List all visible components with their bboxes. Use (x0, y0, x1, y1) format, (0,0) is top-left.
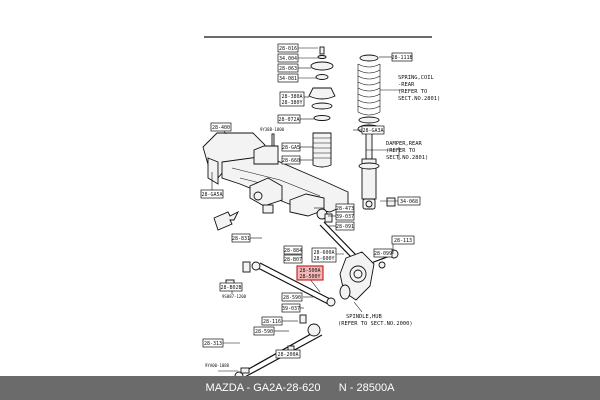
label-28-660: 28-660 (282, 158, 300, 164)
coil-spring (357, 54, 381, 124)
label-28-380y: 28-380Y (281, 100, 302, 106)
strut-mount-stack (308, 46, 336, 168)
label-28-500a: 28-500A (299, 268, 320, 274)
rear-damper (358, 132, 380, 210)
label-34-081: 34-081 (279, 76, 297, 82)
label-28-091: 28-091 (336, 224, 354, 230)
note-damper-3: SECT.NO.2801) (386, 155, 428, 161)
label-28-ga3a: 28-GA3A (362, 128, 383, 134)
label-bolt-top: 9Y38B-1800 (260, 127, 285, 132)
trailing-link (251, 261, 336, 307)
part-labels: 28-016 34.004 28-063 34-081 28-380A 28-3… (200, 43, 421, 368)
label-28-600y: 28-600Y (313, 256, 334, 262)
note-damper-1: DAMPER,REAR (386, 141, 422, 147)
label-28-380a: 28-380A (281, 94, 302, 100)
highlighted-part-box (296, 265, 324, 281)
label-9s087: 9S087-1200 (222, 294, 247, 299)
label-28-099: 28-099 (374, 251, 392, 257)
label-28-400: 28-400 (212, 125, 230, 131)
label-34-004: 34.004 (279, 56, 297, 62)
label-28-116: 28-116 (263, 319, 281, 325)
label-34-068: 34-068 (400, 199, 418, 205)
label-28-ga5: 28-GA5 (282, 145, 300, 151)
crossmember-bracket (253, 145, 279, 165)
note-spring-4: SECT.NO.2801) (398, 96, 440, 102)
label-28-884: 28-884 (284, 248, 302, 254)
label-39-037: 39-037 (336, 214, 354, 220)
label-28-590: 28-590 (283, 295, 301, 301)
label-28-473: 28-473 (336, 206, 354, 212)
label-28-b07: 28-B07 (284, 257, 302, 263)
label-28-ga5a: 28-GA5A (201, 192, 222, 198)
label-9ya00: 9YA00-1088 (205, 363, 230, 368)
label-39-037-b: 39-037 (282, 306, 300, 312)
label-28-590-b: 28-590 (255, 329, 273, 335)
note-damper-2: (REFER TO (386, 148, 415, 154)
note-spindle-1: SPINDLE,HUB (346, 314, 382, 320)
label-28-600a: 28-600A (313, 250, 334, 256)
note-spring-3: (REFER TO (398, 89, 427, 95)
front-arrow-icon (213, 210, 240, 231)
label-28-313: 28-313 (204, 341, 222, 347)
label-28-111b: 28-111B (391, 55, 412, 61)
label-28-200a: 28-200A (277, 352, 298, 358)
rear-knuckle (339, 251, 375, 301)
label-28-016: 28-016 (279, 46, 297, 52)
label-28-072a: 28-072A (278, 117, 299, 123)
note-spring-2: -REAR (398, 82, 415, 88)
reference-notes: SPRING,COIL -REAR (REFER TO SECT.NO.2801… (338, 75, 440, 327)
note-spindle-2: (REFER TO SECT.NO.2000) (338, 321, 413, 327)
lateral-link-upper (319, 221, 357, 259)
note-spring-1: SPRING,COIL (398, 75, 434, 81)
label-28-b02b: 28-B02B (220, 285, 241, 291)
part-caption: MAZDA - GA2A-28-620 N - 28500A (0, 376, 600, 400)
label-28-831: 28-831 (232, 236, 250, 242)
label-28-113: 28-113 (394, 238, 412, 244)
label-28-500y: 28-500Y (299, 274, 320, 280)
label-28-063: 28-063 (279, 66, 297, 72)
